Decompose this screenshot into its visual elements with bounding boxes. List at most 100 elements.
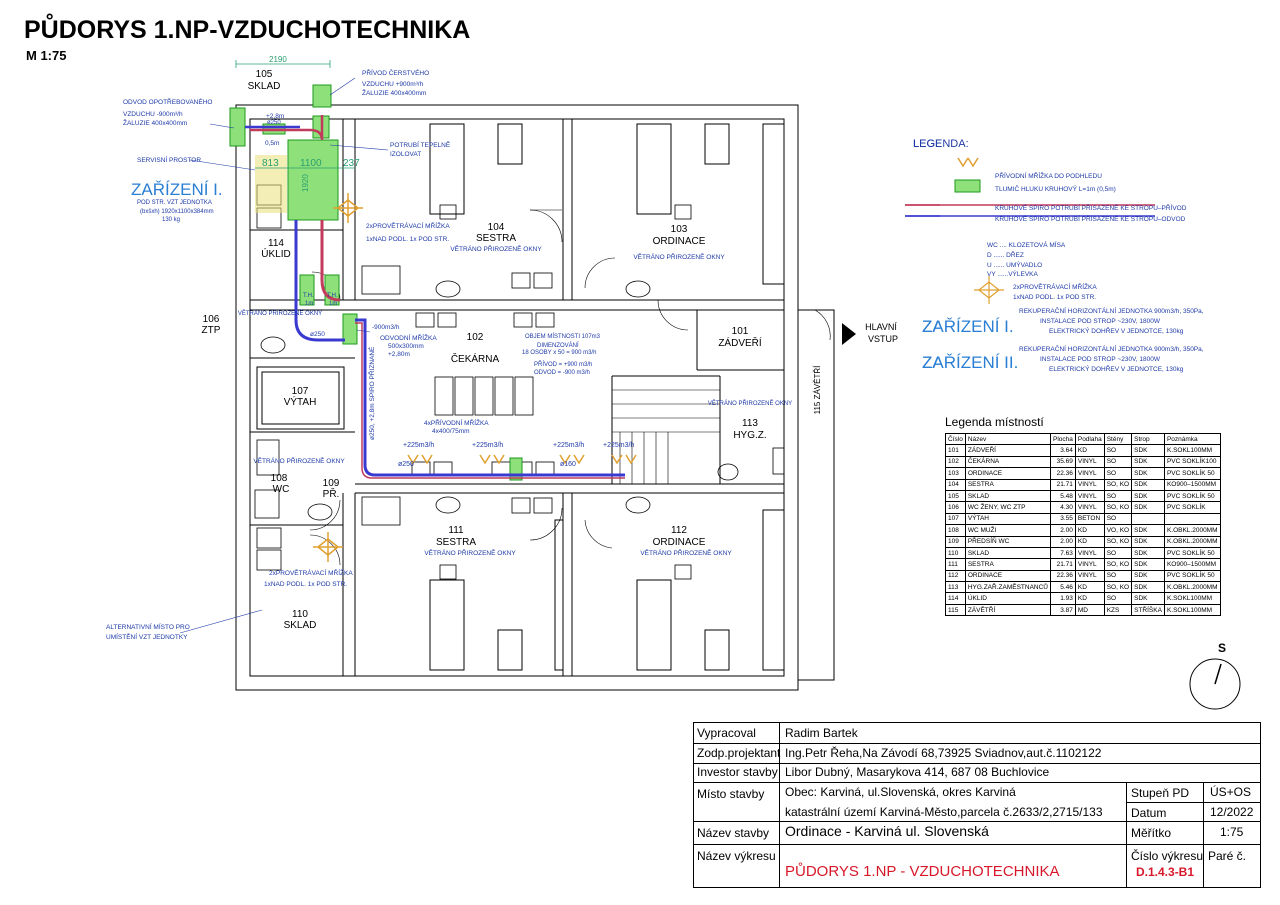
table-cell: MD: [1074, 603, 1105, 617]
room-name-101: ZÁDVEŘÍ: [718, 336, 762, 349]
table-cell: WC ŽENY, WC ZTP: [964, 501, 1051, 514]
value-nazev-stavby: Ordinace - Karviná ul. Slovenská: [785, 823, 989, 839]
table-cell: 108: [945, 524, 966, 537]
note-exhaust-3: ŽALUZIE 400x400mm: [123, 118, 187, 127]
legend-panel-grille-2: 1xNAD PODL. 1x POD STR.: [1013, 294, 1096, 301]
legend-panel-item-2: TLUMIČ HLUKU KRUHOVÝ L=1m (0,5m): [995, 184, 1116, 193]
value-zodp-projektant: Ing.Petr Řeha,Na Závodí 68,73925 Sviadno…: [785, 746, 1102, 760]
table-cell: VINYL: [1074, 546, 1105, 560]
room-num-101: 101: [732, 326, 749, 337]
grille-icon: [333, 193, 363, 223]
table-cell: SDK: [1131, 524, 1165, 537]
table-cell: KO900–1500MM: [1163, 558, 1221, 571]
table-cell: VINYL: [1074, 501, 1105, 514]
room-name-106: ZTP: [202, 325, 221, 336]
grille-icon: [313, 532, 343, 562]
table-cell: VINYL: [1074, 558, 1105, 571]
table-cell: PVC SOKLÍK 50: [1163, 546, 1221, 560]
note-service-space: SERVISNÍ PROSTOR: [137, 155, 201, 164]
room-table-header-cell: Strop: [1131, 432, 1165, 446]
supply-duct: [320, 220, 341, 302]
note-pipe-insulation-2: IZOLOVAT: [390, 151, 421, 158]
note-grille-1: 2xPROVĚTRÁVACÍ MŘÍŽKA: [366, 221, 450, 230]
note-fresh-air-1: PŘÍVOD ČERSTVÉHO: [362, 68, 429, 77]
table-cell: 112: [945, 569, 966, 583]
note-exhaust-2: VZDUCHU -900m³/h: [123, 111, 183, 118]
title-block: Vypracoval Radim Bartek Zodp.projektant …: [693, 722, 1261, 888]
unit-desc-1: POD STR. VZT JEDNOTKA: [137, 200, 212, 206]
table-cell: KZS: [1103, 603, 1133, 617]
label-stupen: Stupeň PD: [1131, 786, 1190, 800]
service-space: [255, 155, 287, 213]
table-cell: ZÁVĚTŘÍ: [964, 603, 1051, 617]
room-num-110: 110: [292, 609, 308, 620]
entrance-label-2: VSTUP: [868, 334, 898, 344]
note-spiro: ø250, +2,8m SPIRO PŘIZNANÉ: [367, 346, 376, 440]
table-cell: STŘÍŠKA: [1131, 603, 1165, 617]
label-nazev-vykresu: Název výkresu: [697, 849, 776, 863]
room-name-104: SESTRA: [476, 233, 516, 244]
room-num-103: 103: [671, 224, 688, 235]
table-cell: SDK: [1131, 546, 1165, 560]
legend-panel-dev2-name: ZAŘÍZENÍ II.: [922, 353, 1018, 372]
table-cell: SDK: [1131, 558, 1165, 571]
table-cell: K.OBKL.2000MM: [1163, 581, 1221, 594]
table-cell: K.SOKL100MM: [1163, 444, 1221, 457]
table-cell: VINYL: [1074, 467, 1105, 480]
note-exhaust-grille-3: 500x300mm: [388, 343, 424, 350]
exhaust-duct: [294, 220, 345, 342]
table-cell: 113: [945, 581, 966, 594]
entrance-label-1: HLAVNÍ: [865, 322, 897, 332]
table-cell: K.OBKL.2000MM: [1163, 524, 1221, 537]
diffuser-icon: [479, 454, 505, 465]
note-grille-2: 1xNAD PODL. 1x POD STR.: [366, 236, 449, 243]
table-cell: BETON: [1074, 512, 1105, 526]
exhaust-louvre: [229, 107, 246, 147]
table-cell: SO, KO: [1103, 581, 1133, 594]
note-supply4-2: 4x400/75mm: [432, 428, 470, 435]
table-cell: 5.46: [1049, 581, 1076, 594]
table-cell: 22.36: [1049, 569, 1076, 583]
table-cell: ZÁDVEŘÍ: [964, 444, 1051, 457]
legend-panel-item-4: KRUHOVÉ SPIRO POTRUBÍ PŘISAZENÉ KE STROP…: [995, 214, 1186, 223]
dim-1100: 1100: [300, 158, 322, 169]
legend-panel-item-3: KRUHOVÉ SPIRO POTRUBÍ PŘISAZENÉ KE STROP…: [995, 203, 1187, 212]
note-th-1: T.H.: [303, 293, 314, 299]
legend-title: LEGENDA:: [913, 138, 940, 150]
room-num-112: 112: [671, 525, 687, 536]
note-exhaust-1: ODVOD OPOTŘEBOVANÉHO: [123, 97, 212, 106]
table-cell: PVC SOKLÍK: [1163, 501, 1221, 514]
room-name-113: HYG.Z.: [733, 430, 766, 441]
table-cell: SO: [1103, 444, 1133, 457]
dim-237: 237: [343, 158, 360, 169]
note-exhaust-grille-1: -900m3/h: [372, 324, 400, 331]
canopy: [797, 309, 835, 681]
legend-panel-abbr-2: D ...... DŘEZ: [987, 250, 1024, 259]
legend-panel: LEGENDA: PŘÍVODNÍ MŘÍŽKA DO PODHLEDU TLU…: [905, 138, 1204, 373]
legend-panel-title: LEGENDA:: [913, 138, 969, 150]
room-name-109: PŘ.: [323, 487, 340, 500]
room-name-112: ORDINACE: [653, 537, 706, 548]
room-note-112: VĚTRÁNO PŘIROZENĚ OKNY: [640, 548, 732, 557]
legend-panel-abbr-3: U ...... UMÝVADLO: [987, 260, 1042, 269]
table-cell: K.SOKL100MM: [1163, 592, 1221, 605]
table-cell: VINYL: [1074, 455, 1105, 469]
table-cell: WC MUŽI: [964, 524, 1051, 537]
legend: LEGENDA: PŘÍVODNÍ MŘÍŽKA DO PODHLEDU TLU…: [905, 138, 940, 372]
room-note-111: VĚTRÁNO PŘIROZENĚ OKNY: [424, 548, 516, 557]
room-name-105: SKLAD: [248, 81, 281, 92]
table-cell: SDK: [1131, 455, 1165, 469]
table-cell: 114: [945, 592, 966, 605]
table-cell: 111: [945, 558, 966, 571]
table-cell: KD: [1074, 581, 1105, 594]
table-cell: SO: [1103, 455, 1133, 469]
unit-heading: ZAŘÍZENÍ I.: [131, 180, 223, 199]
note-room-volume-1: OBJEM MÍSTNOSTI 107m3: [525, 333, 601, 340]
